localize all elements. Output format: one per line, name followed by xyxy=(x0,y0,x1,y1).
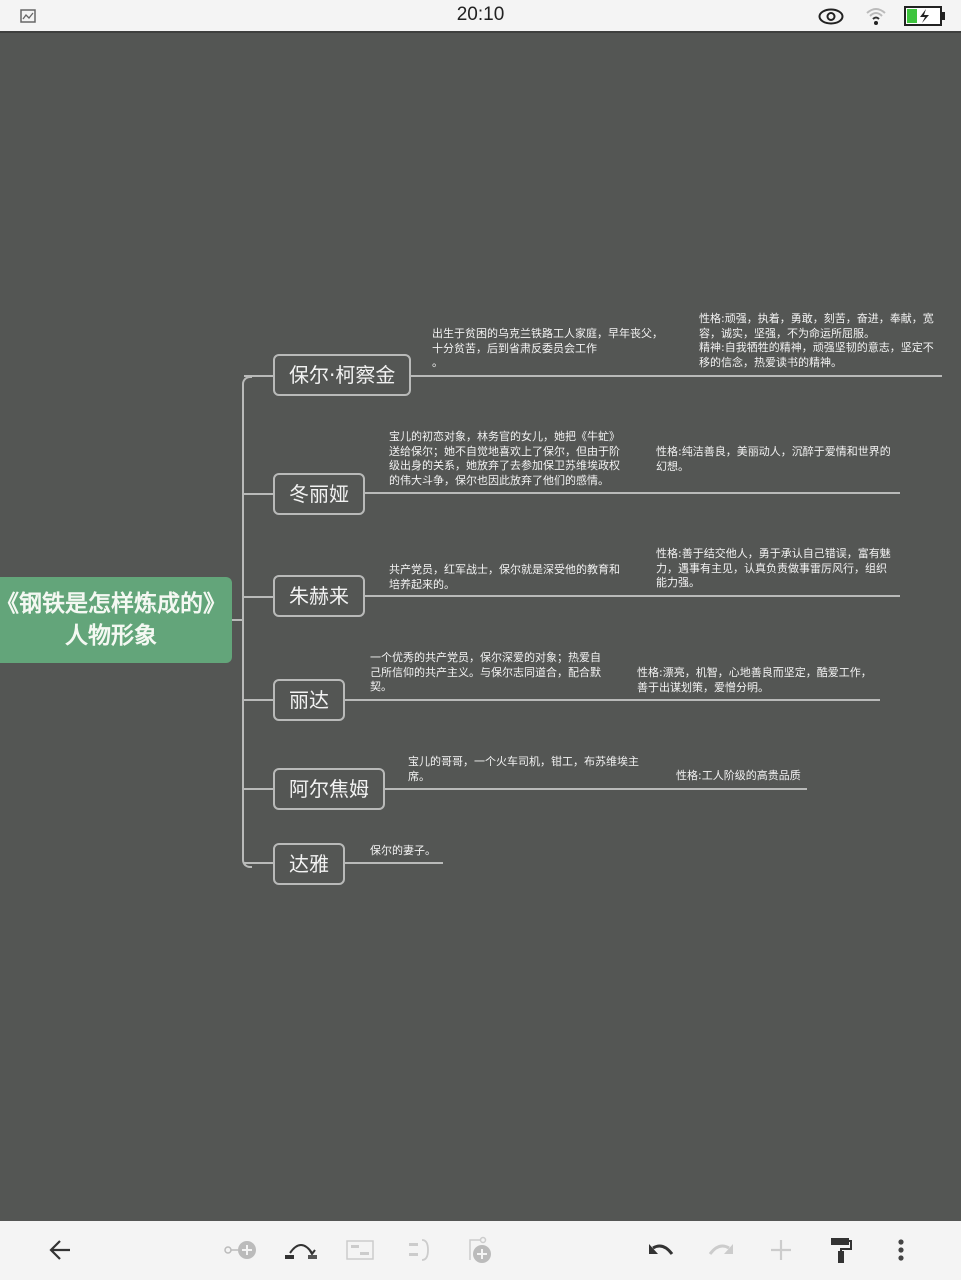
format-painter-button[interactable] xyxy=(826,1237,856,1267)
eye-icon xyxy=(818,8,844,29)
branch-spine xyxy=(242,376,252,868)
spine-to-node-1 xyxy=(244,375,274,377)
note-traits-5[interactable]: 性格:工人阶级的高贵品质 xyxy=(676,769,801,782)
format-painter-icon xyxy=(829,1236,853,1268)
topic-paul-korchagin[interactable]: 保尔·柯察金 xyxy=(273,354,412,396)
boundary-button[interactable] xyxy=(405,1237,435,1267)
note-traits-3[interactable]: 性格:善于结交他人，勇于承认自己错误，富有魅 力，遇事有主见，认真负责做事雷厉风… xyxy=(656,547,891,589)
branch-underline-2 xyxy=(361,492,900,494)
branch-underline-3 xyxy=(361,595,900,597)
undo-button[interactable] xyxy=(646,1237,676,1267)
add-button[interactable] xyxy=(766,1237,796,1267)
spine-to-node-3 xyxy=(244,596,274,598)
more-vertical-icon xyxy=(897,1238,905,1266)
spine-to-node-4 xyxy=(244,699,274,701)
spine-to-node-2 xyxy=(244,493,274,495)
note-description-4[interactable]: 一个优秀的共产党员，保尔深爱的对象；热爱自 己所信仰的共产主义。与保尔志同道合，… xyxy=(370,651,601,693)
topic-artem[interactable]: 阿尔焦姆 xyxy=(273,768,385,810)
relationship-icon xyxy=(284,1239,318,1265)
note-description-3[interactable]: 共产党员，红军战士，保尔就是深受他的教育和 培养起来的。 xyxy=(389,563,620,591)
back-arrow-icon xyxy=(48,1239,72,1265)
branch-underline-4 xyxy=(342,699,880,701)
branch-underline-6 xyxy=(342,862,443,864)
add-floating-topic-icon xyxy=(467,1236,493,1268)
undo-icon xyxy=(647,1240,675,1264)
redo-button[interactable] xyxy=(706,1237,736,1267)
topic-zhukhrai[interactable]: 朱赫来 xyxy=(273,575,365,617)
summary-box-button[interactable] xyxy=(345,1237,375,1267)
wifi-icon xyxy=(865,5,887,31)
topic-taya[interactable]: 达雅 xyxy=(273,843,345,885)
note-description-2[interactable]: 宝儿的初恋对象，林务官的女儿，她把《牛虻》 送给保尔；她不自觉地喜欢上了保尔，但… xyxy=(389,430,620,487)
gallery-icon xyxy=(20,8,36,27)
summary-box-icon xyxy=(346,1240,374,1264)
note-traits-4[interactable]: 性格:漂亮，机智，心地善良而坚定，酷爱工作， 善于出谋划策，爱憎分明。 xyxy=(637,666,872,694)
note-description-5[interactable]: 宝儿的哥哥，一个火车司机，钳工，布苏维埃主 席。 xyxy=(408,755,639,783)
note-description-6[interactable]: 保尔的妻子。 xyxy=(370,844,436,857)
relationship-button[interactable] xyxy=(284,1237,318,1267)
add-child-topic-icon xyxy=(224,1240,258,1264)
more-options-button[interactable] xyxy=(886,1237,916,1267)
add-icon xyxy=(769,1238,793,1266)
back-button[interactable] xyxy=(45,1237,75,1267)
branch-underline-5 xyxy=(380,788,807,790)
note-traits-1[interactable]: 性格:顽强，执着，勇敢，刻苦，奋进，奉献，宽 容，诚实，坚强，不为命运所屈服。 … xyxy=(699,312,934,369)
add-floating-topic-button[interactable] xyxy=(465,1236,495,1268)
redo-icon xyxy=(707,1240,735,1264)
spine-to-node-6 xyxy=(244,862,274,864)
note-description-1[interactable]: 出生于贫困的乌克兰铁路工人家庭，早年丧父， 十分贫苦，后到省肃反委员会工作 。 xyxy=(432,327,663,369)
topic-rita[interactable]: 丽达 xyxy=(273,679,345,721)
add-child-topic-button[interactable] xyxy=(224,1237,258,1267)
root-topic[interactable]: 《钢铁是怎样炼成的》 人物形象 xyxy=(0,577,232,663)
spine-to-node-5 xyxy=(244,788,274,790)
root-connector xyxy=(232,619,244,621)
boundary-bracket-icon xyxy=(408,1238,432,1266)
clock: 20:10 xyxy=(456,4,505,25)
note-traits-2[interactable]: 性格:纯洁善良，美丽动人，沉醉于爱情和世界的 幻想。 xyxy=(656,445,891,473)
bottom-toolbar xyxy=(0,1221,961,1280)
root-title: 《钢铁是怎样炼成的》 xyxy=(0,591,226,617)
branch-underline-1 xyxy=(404,375,942,377)
root-subtitle: 人物形象 xyxy=(65,623,157,649)
battery-charging-icon xyxy=(904,6,946,30)
topic-tonya[interactable]: 冬丽娅 xyxy=(273,473,365,515)
status-bar: 20:10 xyxy=(0,0,961,33)
